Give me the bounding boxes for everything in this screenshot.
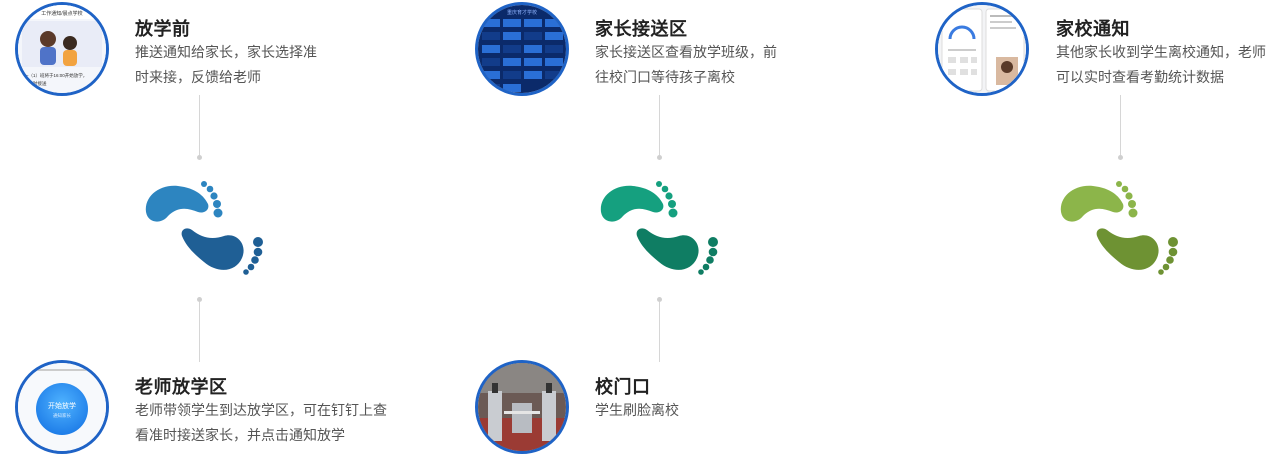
step3-title: 家校通知	[1056, 19, 1130, 39]
step4-desc: 老师带领学生到达放学区，可在钉钉上查看准时接送家长，并点击通知放学	[135, 402, 387, 443]
connector-dot	[657, 297, 662, 302]
connector-dot	[197, 155, 202, 160]
step5-desc: 学生刷脸离校	[595, 402, 679, 418]
step2-image-header: 重庆育才学校	[507, 9, 537, 16]
step3-desc: 其他家长收到学生离校通知，老师可以实时查看考勤统计数据	[1056, 44, 1266, 85]
step1-image: 工作通知/晨点学校 一（1）班将于16:00开始放学， 请及时接送	[15, 2, 109, 96]
footprints-icon-green	[1060, 181, 1178, 275]
footprints-icon-teal	[600, 181, 718, 275]
step4-title: 老师放学区	[135, 377, 228, 397]
step1-image-line1: 一（1）班将于16:00开始放学，	[24, 72, 87, 79]
step4-image-subtext: 通知家长	[53, 412, 71, 419]
step2-title: 家长接送区	[595, 19, 688, 39]
step4-image: 开始放学 通知家长	[15, 360, 109, 454]
step4-image-button: 开始放学	[48, 401, 76, 410]
connector-dot	[197, 297, 202, 302]
connector-line	[199, 95, 200, 155]
step5-title: 校门口	[595, 377, 651, 397]
connector-line	[659, 302, 660, 362]
footprints-icon-blue	[145, 181, 263, 275]
connector-line	[199, 302, 200, 362]
connector-dot	[1118, 155, 1123, 160]
step1-title: 放学前	[135, 19, 191, 39]
step1-image-line2: 请及时接送	[24, 80, 47, 87]
step2-image: 重庆育才学校	[475, 2, 569, 96]
connector-line	[659, 95, 660, 155]
step3-image	[935, 2, 1029, 96]
step1-image-header: 工作通知/晨点学校	[41, 10, 82, 17]
connector-dot	[657, 155, 662, 160]
step1-desc: 推送通知给家长，家长选择准时来接，反馈给老师	[135, 44, 317, 85]
step2-desc: 家长接送区查看放学班级，前往校门口等待孩子离校	[595, 44, 777, 85]
step5-image	[475, 360, 569, 454]
connector-line	[1120, 95, 1121, 155]
